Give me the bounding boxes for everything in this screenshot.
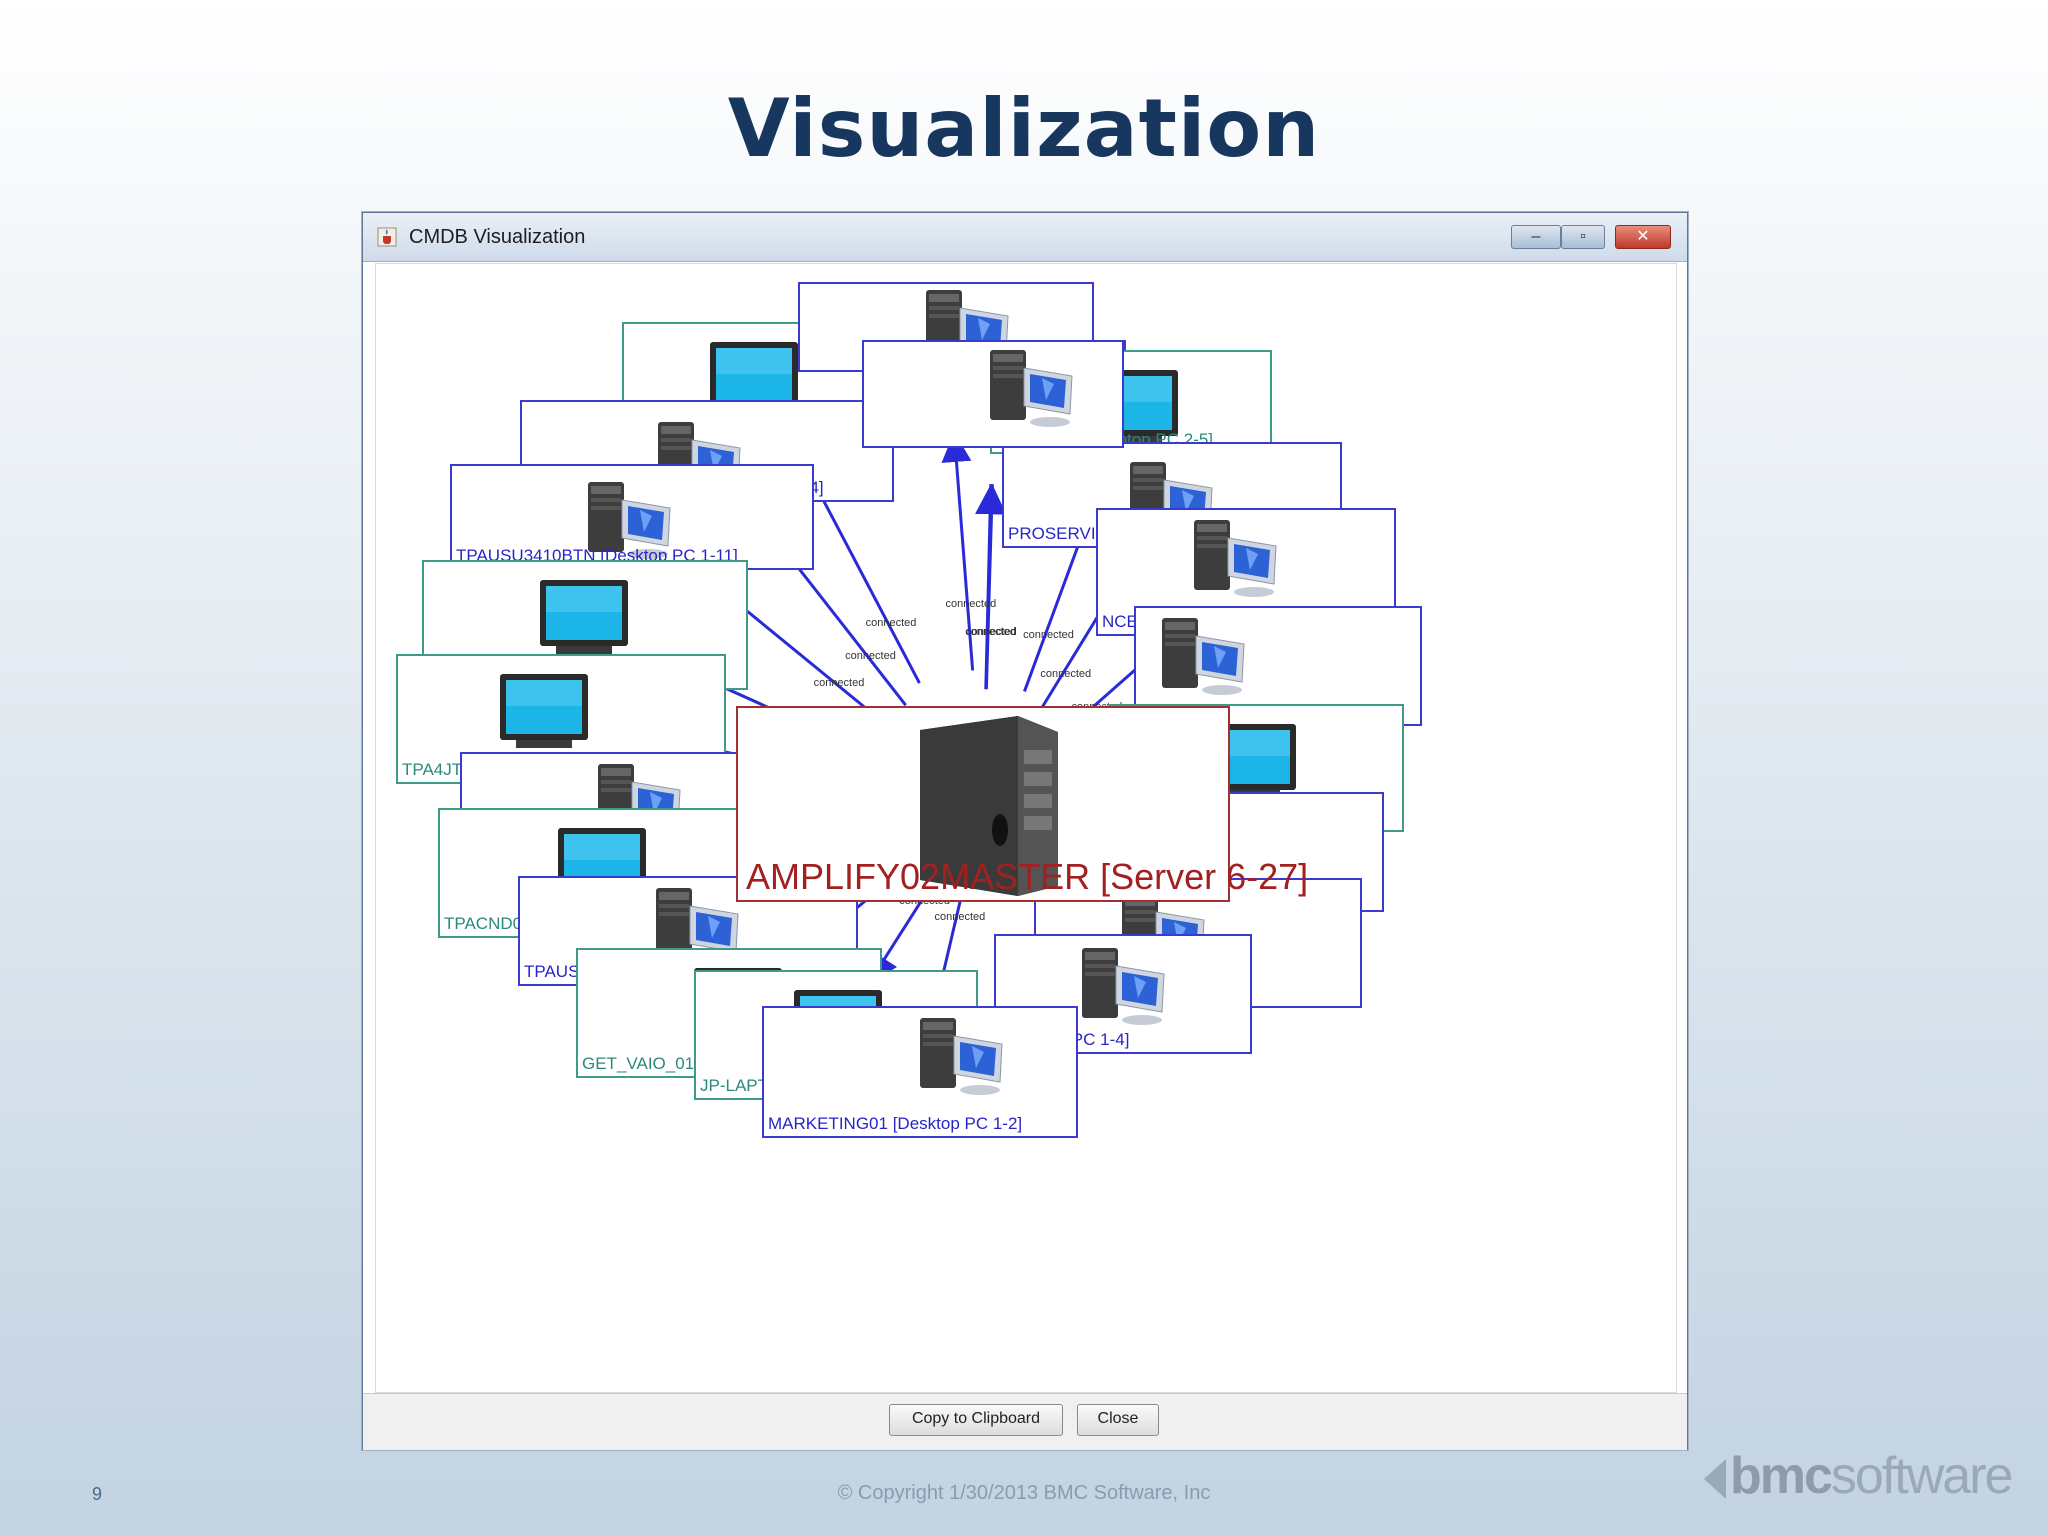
server-node[interactable]: AMPLIFY02MASTER [Server 6-27]	[736, 706, 1308, 902]
close-button[interactable]: Close	[1077, 1404, 1159, 1436]
minimize-button[interactable]: –	[1511, 225, 1561, 249]
connection-edge	[975, 484, 1006, 690]
edge-label: connected	[813, 677, 865, 690]
graph-canvas[interactable]: TPA2UA6510NN9connectedAMPEDPC [Laptop PC…	[375, 263, 1677, 1393]
edge-label: connected	[966, 625, 1017, 638]
bmc-software-logo: bmcsoftware	[1704, 1446, 2013, 1506]
cmdb-visualization-window: CMDB Visualization – ▫ ✕ TPA2UA6510NN9co…	[362, 212, 1688, 1450]
edge-label: connected	[865, 616, 917, 629]
edge-label: connected	[1040, 668, 1092, 681]
edge-label: connected	[965, 625, 1016, 638]
edge-label: connected	[845, 649, 896, 662]
server-node-label: AMPLIFY02MASTER [Server 6-27]	[746, 856, 1309, 897]
edge-label: connected	[1023, 629, 1074, 642]
bmc-chevron-icon	[1704, 1459, 1726, 1500]
slide-number: 9	[92, 1484, 103, 1504]
connection-edge	[804, 466, 921, 684]
node-label: MARKETING01 [Desktop PC 1-2]	[768, 1114, 1023, 1133]
maximize-button[interactable]: ▫	[1561, 225, 1605, 249]
node-label: TPAUSU	[524, 962, 592, 981]
desktop-node[interactable]: MARKETING01 [Desktop PC 1-2]	[762, 1006, 1078, 1138]
node-label: PROSERVICE	[1008, 524, 1120, 543]
slide-title: Visualization	[727, 82, 1321, 175]
window-titlebar[interactable]: CMDB Visualization – ▫ ✕	[363, 213, 1687, 262]
close-window-button[interactable]: ✕	[1615, 225, 1671, 249]
copyright-text: © Copyright 1/30/2013 BMC Software, Inc	[837, 1482, 1211, 1504]
copy-to-clipboard-button[interactable]: Copy to Clipboard	[889, 1404, 1063, 1436]
connection-edge	[941, 431, 975, 671]
java-cup-icon	[377, 227, 397, 247]
desktop-node[interactable]	[862, 340, 1124, 448]
window-title: CMDB Visualization	[409, 226, 586, 248]
node-label: GET_VAIO_01	[582, 1054, 695, 1073]
dialog-button-bar: Copy to Clipboard Close	[363, 1393, 1687, 1450]
edge-label: connected	[934, 910, 986, 923]
desktop-node[interactable]: TPAUSU3410BTN [Desktop PC 1-11]	[450, 464, 814, 570]
edge-label: connected	[945, 597, 997, 610]
